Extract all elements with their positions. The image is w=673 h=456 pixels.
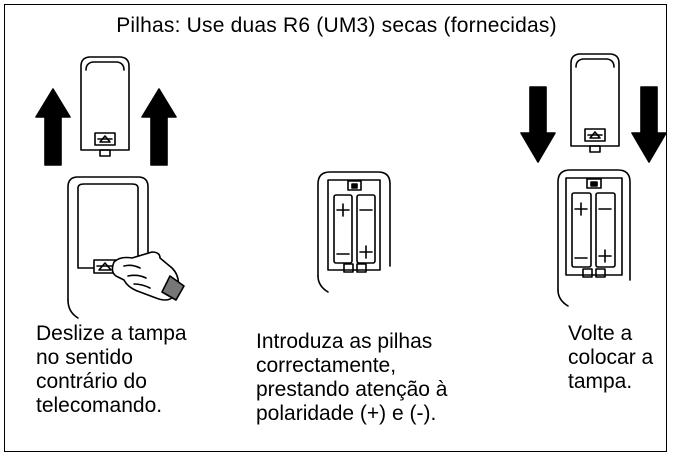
step-1-line-4: telecomando.	[36, 394, 163, 417]
step-2-line-3: prestando atenção à	[256, 378, 448, 401]
step-2-instruction: Introduza as pilhas correctamente, prest…	[256, 330, 447, 426]
remote-control-icon	[67, 176, 149, 319]
step-3-line-1: Volte a	[568, 322, 633, 345]
step-1-line-3: contrário do	[36, 370, 147, 393]
battery-icon	[333, 194, 353, 264]
battery-icon	[571, 192, 592, 268]
step-2-line-1: Introduza as pilhas	[256, 330, 433, 353]
step-2-line-2: correctamente,	[256, 354, 397, 377]
step-3-line-3: tampa.	[568, 370, 633, 393]
arrow-up-icon	[141, 88, 177, 166]
remote-control-icon	[317, 171, 391, 293]
remote-control-icon	[557, 169, 631, 307]
arrow-down-icon	[520, 86, 556, 163]
hand-icon	[111, 251, 185, 301]
step-1-instruction: Deslize a tampa no sentido contrário do …	[36, 322, 187, 418]
step-3-line-2: colocar a	[568, 346, 654, 369]
step-3-instruction: Volte a colocar a tampa.	[568, 322, 653, 394]
page-title: Pilhas: Use duas R6 (UM3) secas (forneci…	[116, 14, 557, 37]
step-2-line-4: polaridade (+) e (-).	[256, 402, 437, 425]
battery-cover-icon	[570, 53, 620, 153]
battery-icon	[595, 192, 616, 268]
arrow-down-icon	[631, 86, 667, 163]
battery-cover-icon	[80, 56, 130, 157]
step-1-line-1: Deslize a tampa	[36, 322, 187, 345]
arrow-up-icon	[35, 88, 71, 166]
battery-icon	[356, 194, 376, 264]
step-1-line-2: no sentido	[36, 346, 133, 369]
